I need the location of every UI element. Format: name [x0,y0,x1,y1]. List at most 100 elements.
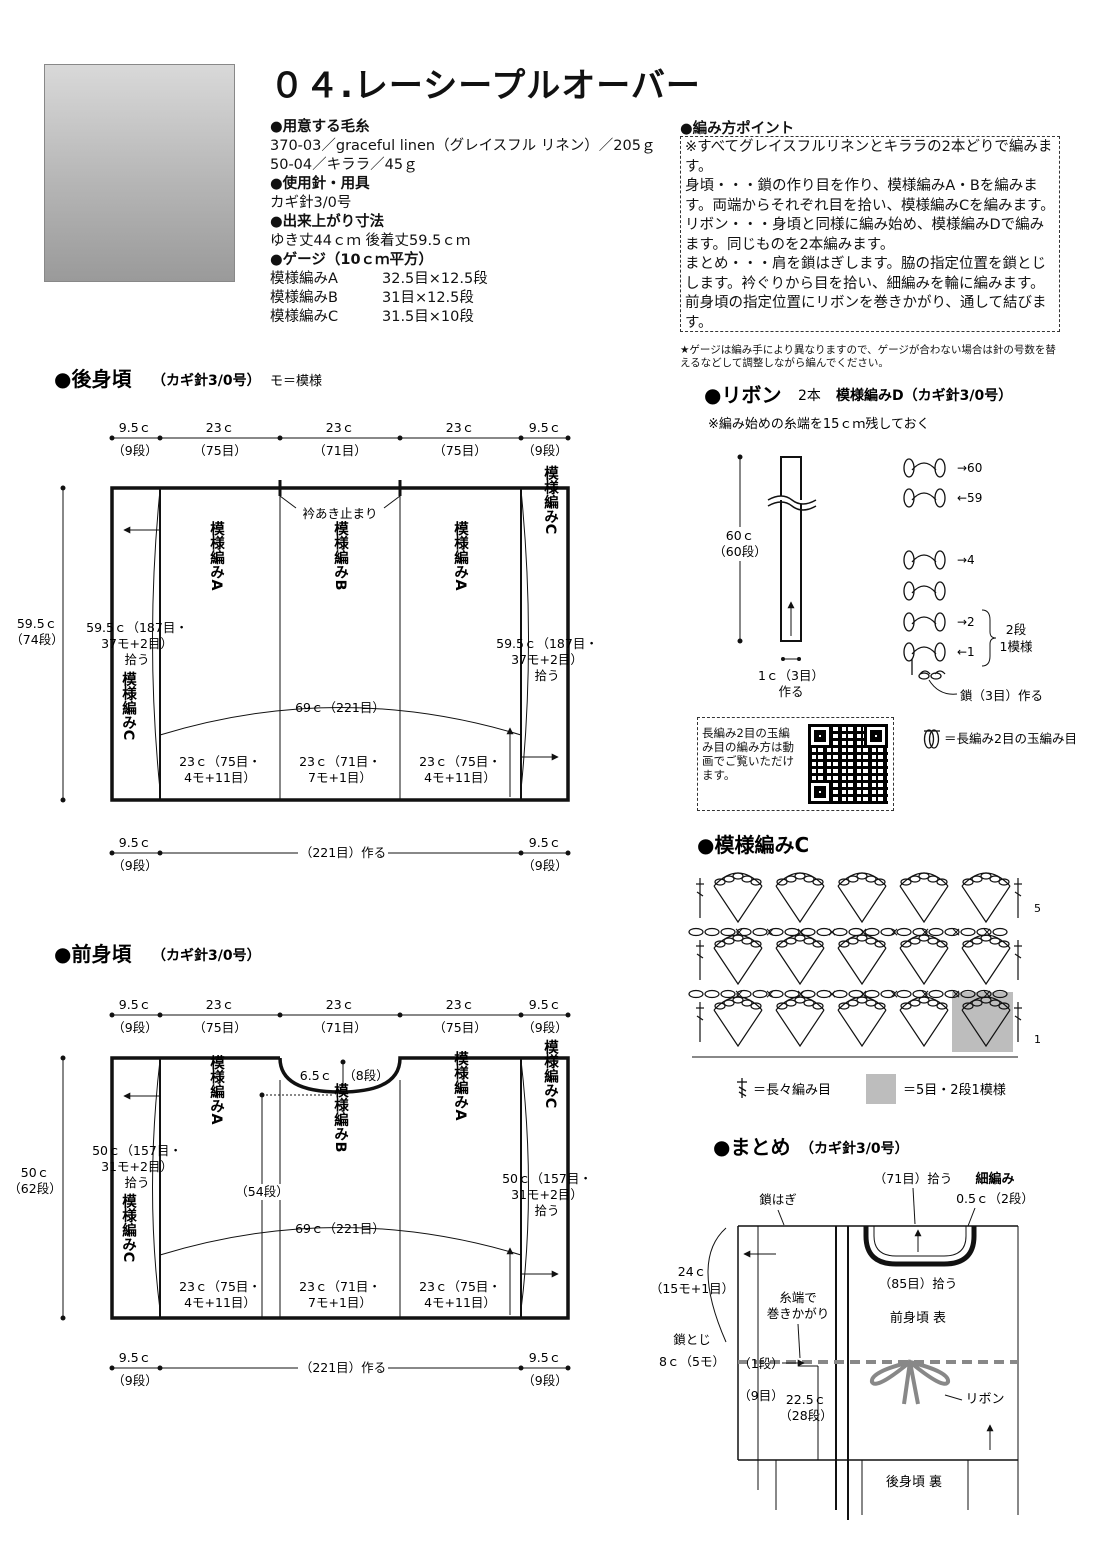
fan-v [899,1009,949,1048]
patternc-heading: ●模様編みC [697,833,809,857]
chain-loop [785,999,797,1007]
front-top-cm: 9.5ｃ [119,997,151,1012]
ribbon-note: ※編み始めの糸端を15ｃｍ残しておく [708,416,930,432]
front-top-cm: 23ｃ [446,997,474,1012]
front-outline [110,1056,570,1320]
sc-mark: × [734,925,744,939]
chain-loop [962,878,974,886]
front-pick-right: 拾う [534,1203,559,1218]
back-top-st: （9段） [522,443,567,458]
finish-close-size: 8ｃ（5モ） [659,1354,725,1369]
front-top-cm: 23ｃ [326,997,354,1012]
back-pick-left: 37モ+2目） [101,636,173,651]
points-heading: ●編み方ポイント [680,121,795,137]
front-pick-left: 50ｃ（157目・ [92,1143,182,1158]
patternc-legend-1: ＝長々編み目 [753,1082,831,1098]
sc-mark: × [951,925,961,939]
back-pattern-c-right: 模様編みC [542,464,558,534]
chain-loop [732,872,744,880]
back-pattern-b: 模様編みB [332,520,348,590]
back-chain-right: 9.5ｃ [529,835,561,850]
front-chain-right: 9.5ｃ [529,1350,561,1365]
chain-loop [714,1002,726,1010]
chain-loop [688,927,704,937]
finish-side: 24ｃ [678,1264,706,1279]
chain-loop [704,989,720,999]
chain-loop [785,937,797,945]
chain-loop [776,878,788,886]
gauge-heading: ●ゲージ（10ｃｍ平方） [270,252,434,268]
back-pattern-a: 模様編みA [208,520,224,591]
chain-loop [794,934,806,942]
chain-loop [794,996,806,1004]
chain-loop [741,875,753,883]
fan-v [713,1009,763,1048]
yarn-line-1: 370-03／graceful linen（グレイスフル リネン）／205ｇ [270,138,656,154]
sc-mark: × [765,925,775,939]
front-top-st: （9段） [522,1020,567,1035]
chain-loop [918,996,930,1004]
patternc-legend-2: ＝5目・2段1模様 [903,1083,1006,1098]
edge-treble [696,1015,704,1021]
qr-code-icon[interactable] [806,722,890,806]
back-pick-left: 拾う [124,652,149,667]
front-height: 50ｃ [21,1165,49,1180]
chain-loop [720,989,736,999]
gauge-value: 32.5目×12.5段 [382,271,488,287]
finish-height-rows: （28段） [779,1408,832,1423]
front-pattern-a: 模様編みA [208,1054,224,1125]
sc-mark: × [796,925,806,939]
finish-ribbon: リボン [965,1392,1004,1407]
chain-loop [900,1002,912,1010]
chain-loop [776,940,788,948]
ribbon-length-rows: （60段） [713,544,766,559]
front-pattern-b: 模様編みB [332,1082,348,1152]
finish-side-rows: （15モ+1目） [650,1281,734,1296]
chain-loop [723,937,735,945]
back-chain-left: 9.5ｃ [119,835,151,850]
ribbon-unit: 1模様 [1000,639,1033,654]
chain-loop [936,878,948,886]
chain-loop [944,927,960,937]
qr-finder [808,724,832,748]
chain-loop [880,989,896,999]
front-chain-left: 9.5ｃ [119,1350,151,1365]
chain-loop [874,1002,886,1010]
chain-loop [704,927,720,937]
front-chain-right-rows: （9段） [522,1373,567,1388]
chain-loop [874,940,886,948]
edge-treble [1014,1015,1022,1021]
chain-loop [714,878,726,886]
fan-v [961,1009,1011,1048]
chain-loop [785,875,797,883]
front-top-cm: 9.5ｃ [529,997,561,1012]
back-pick-right: 37モ+2目） [511,652,583,667]
chain-loop [776,1002,788,1010]
chain-loop [960,989,976,999]
chain-loop [812,940,824,948]
chain-loop [980,934,992,942]
chain-loop [874,878,886,886]
sc-mark: × [858,987,868,1001]
back-bottom: 4モ+11目） [184,770,256,785]
ribbon-row: →60 [957,461,982,475]
fan-v [775,947,825,986]
chain-loop [992,989,1008,999]
chain-loop [816,927,832,937]
chain-loop [723,875,735,883]
patternc-row-top: 5 [1034,902,1041,915]
fan-v [775,885,825,924]
back-chain-left-rows: （9段） [112,858,157,873]
edge-treble [1014,953,1022,959]
sc-mark: × [920,925,930,939]
front-chain: （221目）作る [300,1360,386,1375]
points-box: ※すべてグレイスフルリネンとキララの2本どりで編みます。 身頃・・・鎖の作り目を… [680,136,1060,332]
chain-loop [752,989,768,999]
chain-loop [864,989,880,999]
point-line: 身頃・・・鎖の作り目を作り、模様編みA・Bを編みます。両端からそれぞれ目を拾い、… [685,178,1055,214]
back-height: 59.5ｃ [17,616,57,631]
front-top-st: （9段） [112,1020,157,1035]
chain-loop [847,937,859,945]
